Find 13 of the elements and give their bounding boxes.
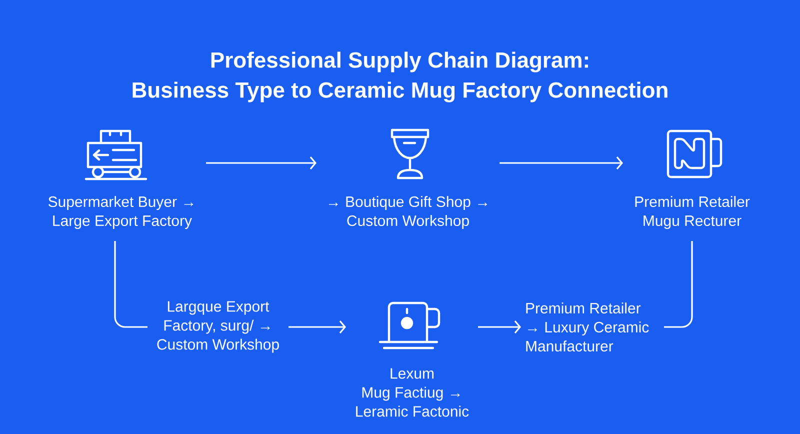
node-label: Largque Export Factory, surg/ → Custom Workshop (157, 301, 279, 353)
connector-line (114, 241, 148, 328)
title: Professional Supply Chain Diagram: Business Type to Ceramic Mug Factory Connection (132, 52, 668, 102)
node-label: → Boutique Gift Shop → Custom Workshop (328, 196, 488, 229)
node-label: Premium Retailer → Luxury Ceramic Manufacturer (526, 302, 649, 352)
arrow (478, 320, 521, 334)
arrow (206, 156, 316, 170)
node-label: Supermarket Buyer → Large Export Factory (48, 196, 194, 229)
node-label: Lexum Mug Factiug → Leramic Factonic (356, 368, 469, 417)
arrow (288, 320, 346, 334)
node-label: Premium Retailer Mugu Recturer (635, 196, 750, 229)
arrow (500, 156, 624, 170)
connector-line (664, 241, 693, 328)
